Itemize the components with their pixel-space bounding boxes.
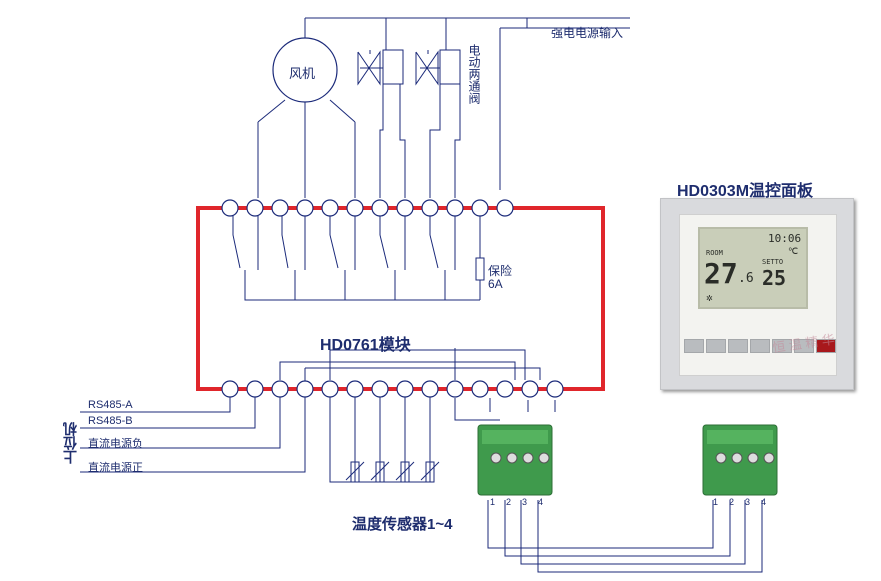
lcd-screen: 10:06 ROOM 27 .6 ℃ SETTO 25 ✲ [698,227,808,309]
thermostat-face: 10:06 ROOM 27 .6 ℃ SETTO 25 ✲ 恒 温 精 华 [679,214,837,376]
lcd-room-temp-decimal: .6 [738,271,754,286]
panel-key [772,339,792,353]
fan-label: 风机 [289,66,316,81]
left-pin-2: 2 [506,497,512,507]
panel-key [750,339,770,353]
right-pin-1: 1 [713,497,719,507]
left-pin-4: 4 [538,497,544,507]
module-title: HD0761模块 [320,337,411,354]
right-pin-4: 4 [761,497,767,507]
sensor-thermistors [345,461,440,483]
dc-pos-label: 直流电源正 [88,462,143,474]
lcd-time: 10:06 [768,232,802,245]
fuse-rating: 6A [488,277,503,291]
host-label: 上位机 [62,422,78,464]
lcd-unit: ℃ [788,247,799,257]
thermostat-panel-photo: 10:06 ROOM 27 .6 ℃ SETTO 25 ✲ 恒 温 精 华 [660,198,854,390]
right-pin-3: 3 [745,497,751,507]
lcd-set-temp: 25 [762,266,787,290]
fan-mode-icon: ✲ [706,291,713,304]
panel-keypad [684,339,836,353]
left-pin-1: 1 [490,497,496,507]
bottom-terminal-row [221,380,564,398]
rs485a-label: RS485-A [88,399,133,411]
power-input-label: 强电电源输入 [551,26,624,40]
connector-right [702,424,778,496]
panel-key [684,339,704,353]
dc-neg-label: 直流电源负 [88,438,143,450]
fuse-label: 保险 [488,264,513,278]
panel-title: HD0303M温控面板 [677,183,814,200]
valve-label: 电动两通阀 [467,44,481,104]
panel-key [706,339,726,353]
sensors-label: 温度传感器1~4 [352,516,453,533]
lcd-set-label: SETTO [762,258,784,266]
fan-symbol [272,37,338,103]
left-pin-3: 3 [522,497,528,507]
right-pin-2: 2 [729,497,735,507]
top-terminal-row [221,199,514,217]
connector-left [477,424,553,496]
panel-key [794,339,814,353]
rs485b-label: RS485-B [88,415,133,427]
panel-power-key [816,339,836,353]
lcd-room-label: ROOM [706,249,723,257]
upper-wiring [80,17,763,573]
panel-key [728,339,748,353]
lcd-room-temp: 27 [704,257,738,290]
